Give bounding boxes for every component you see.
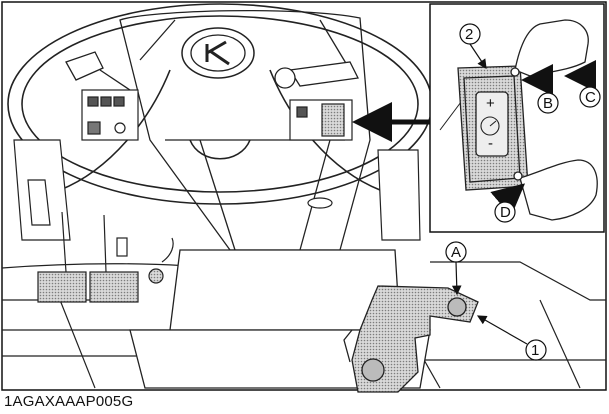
pointing-hand-icon	[513, 159, 598, 221]
callout-label-d: D	[500, 204, 511, 221]
left-switch-panel	[81, 89, 139, 141]
callout-label-c: C	[585, 89, 596, 106]
callout-circle-b	[537, 92, 559, 114]
cruise-lever	[343, 285, 479, 393]
switch-plus-symbol: +	[486, 95, 495, 112]
callout-circle-1	[525, 339, 547, 361]
leader-line	[451, 261, 462, 296]
figure-code: 1AGAXAAAP005G	[4, 393, 134, 410]
callout-circle-d	[494, 201, 516, 223]
kubota-logo-icon	[181, 27, 255, 79]
right-switch-panel	[289, 99, 353, 141]
arrow-icon	[490, 183, 526, 217]
brake-pedals	[37, 211, 174, 303]
cruise-control-switch	[457, 65, 529, 191]
leader-line	[476, 315, 528, 345]
callout-circle-2	[459, 23, 481, 45]
callout-label-1: 1	[531, 342, 539, 359]
callout-label-2: 2	[465, 26, 473, 43]
side-panels	[13, 139, 421, 241]
callout-label-a: A	[451, 244, 461, 261]
callout-circle-a	[445, 241, 467, 263]
switch-minus-symbol: -	[488, 135, 493, 152]
callout-label-b: B	[543, 95, 553, 112]
left-lever	[65, 51, 131, 91]
leader-line	[469, 43, 487, 69]
inset-view: + - 2 B C D	[429, 3, 605, 233]
right-lever	[274, 61, 359, 89]
callout-circle-c	[579, 86, 601, 108]
